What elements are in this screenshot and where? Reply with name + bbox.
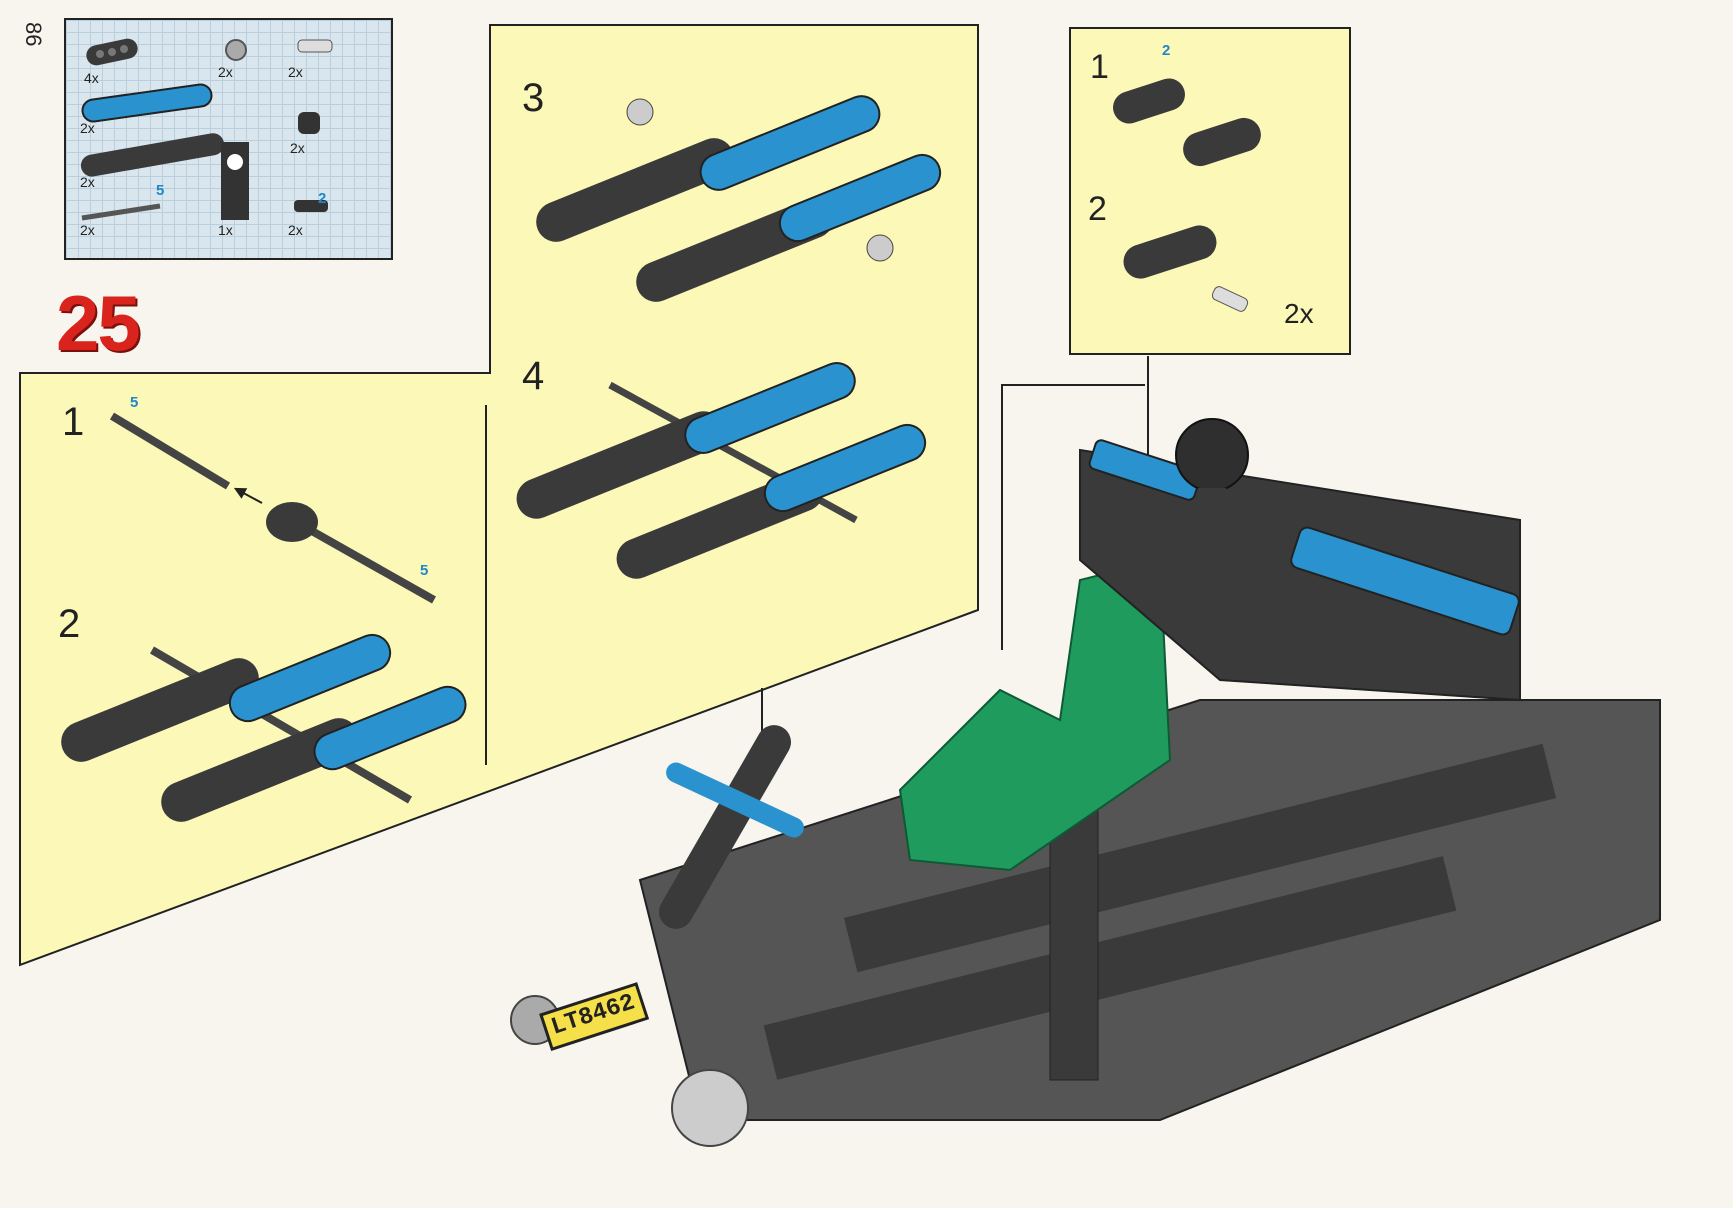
right-multiplier: 2x	[1284, 298, 1314, 330]
mid-substep-3-label: 3	[522, 76, 544, 121]
mid-substep-4-label: 4	[522, 354, 544, 399]
right-substep-1-callout: 2	[1162, 42, 1170, 59]
left-substep-1-label: 1	[62, 400, 84, 445]
left-substep-1-axle-a: 5	[130, 394, 138, 411]
left-substep-1-axle-b: 5	[420, 562, 428, 579]
right-substep-1-label: 1	[1090, 48, 1109, 87]
right-substep-2-label: 2	[1088, 190, 1107, 229]
left-substep-2-label: 2	[58, 602, 80, 647]
